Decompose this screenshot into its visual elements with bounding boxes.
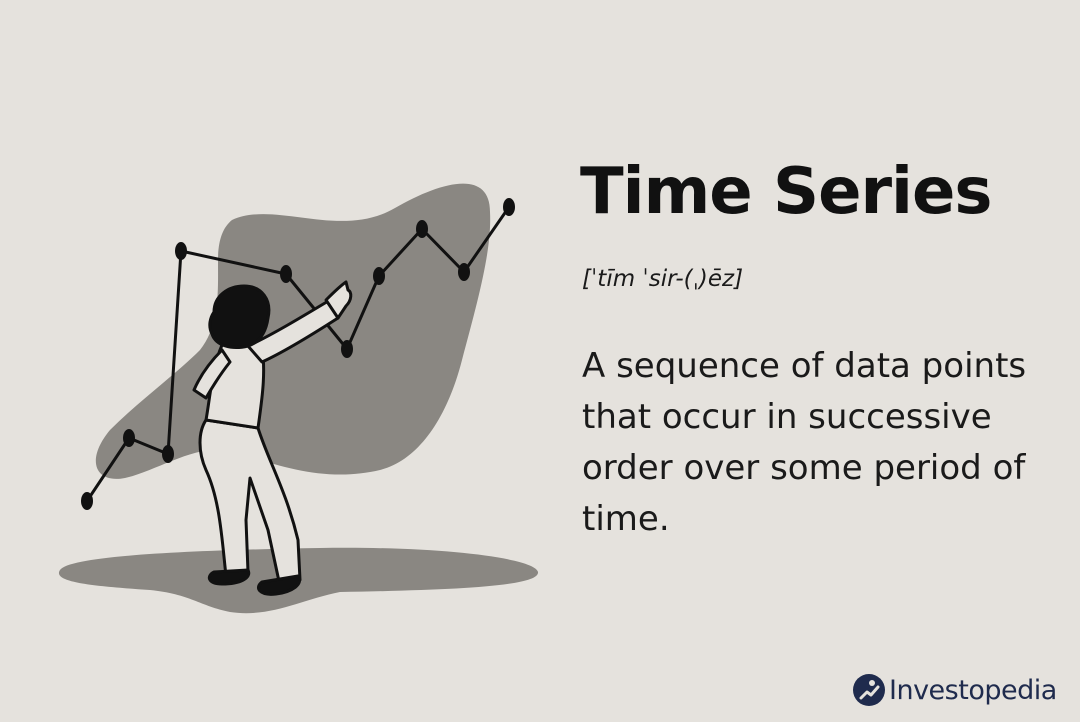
data-point bbox=[280, 265, 292, 283]
brand-logo[interactable]: Investopedia bbox=[853, 674, 1057, 706]
data-point bbox=[81, 492, 93, 510]
data-point bbox=[341, 340, 353, 358]
data-point bbox=[162, 445, 174, 463]
data-point bbox=[373, 267, 385, 285]
data-point bbox=[458, 263, 470, 281]
chart-points bbox=[81, 198, 515, 510]
person-shoe-left bbox=[207, 568, 251, 586]
person-shoe-right bbox=[257, 574, 301, 596]
person-figure bbox=[192, 280, 353, 596]
data-point bbox=[503, 198, 515, 216]
data-point bbox=[416, 220, 428, 238]
pronunciation: [ˈtīm ˈsir-(ˌ)ēz] bbox=[582, 266, 744, 292]
data-point bbox=[123, 429, 135, 447]
term-title: Time Series bbox=[580, 155, 992, 229]
brand-name: Investopedia bbox=[889, 674, 1057, 706]
person-hand bbox=[324, 280, 353, 320]
person-arm-back bbox=[192, 348, 232, 400]
definition-text: A sequence of data points that occur in … bbox=[582, 346, 1027, 539]
investopedia-logo-icon bbox=[853, 674, 885, 706]
data-point bbox=[175, 242, 187, 260]
person-hair bbox=[208, 284, 271, 349]
